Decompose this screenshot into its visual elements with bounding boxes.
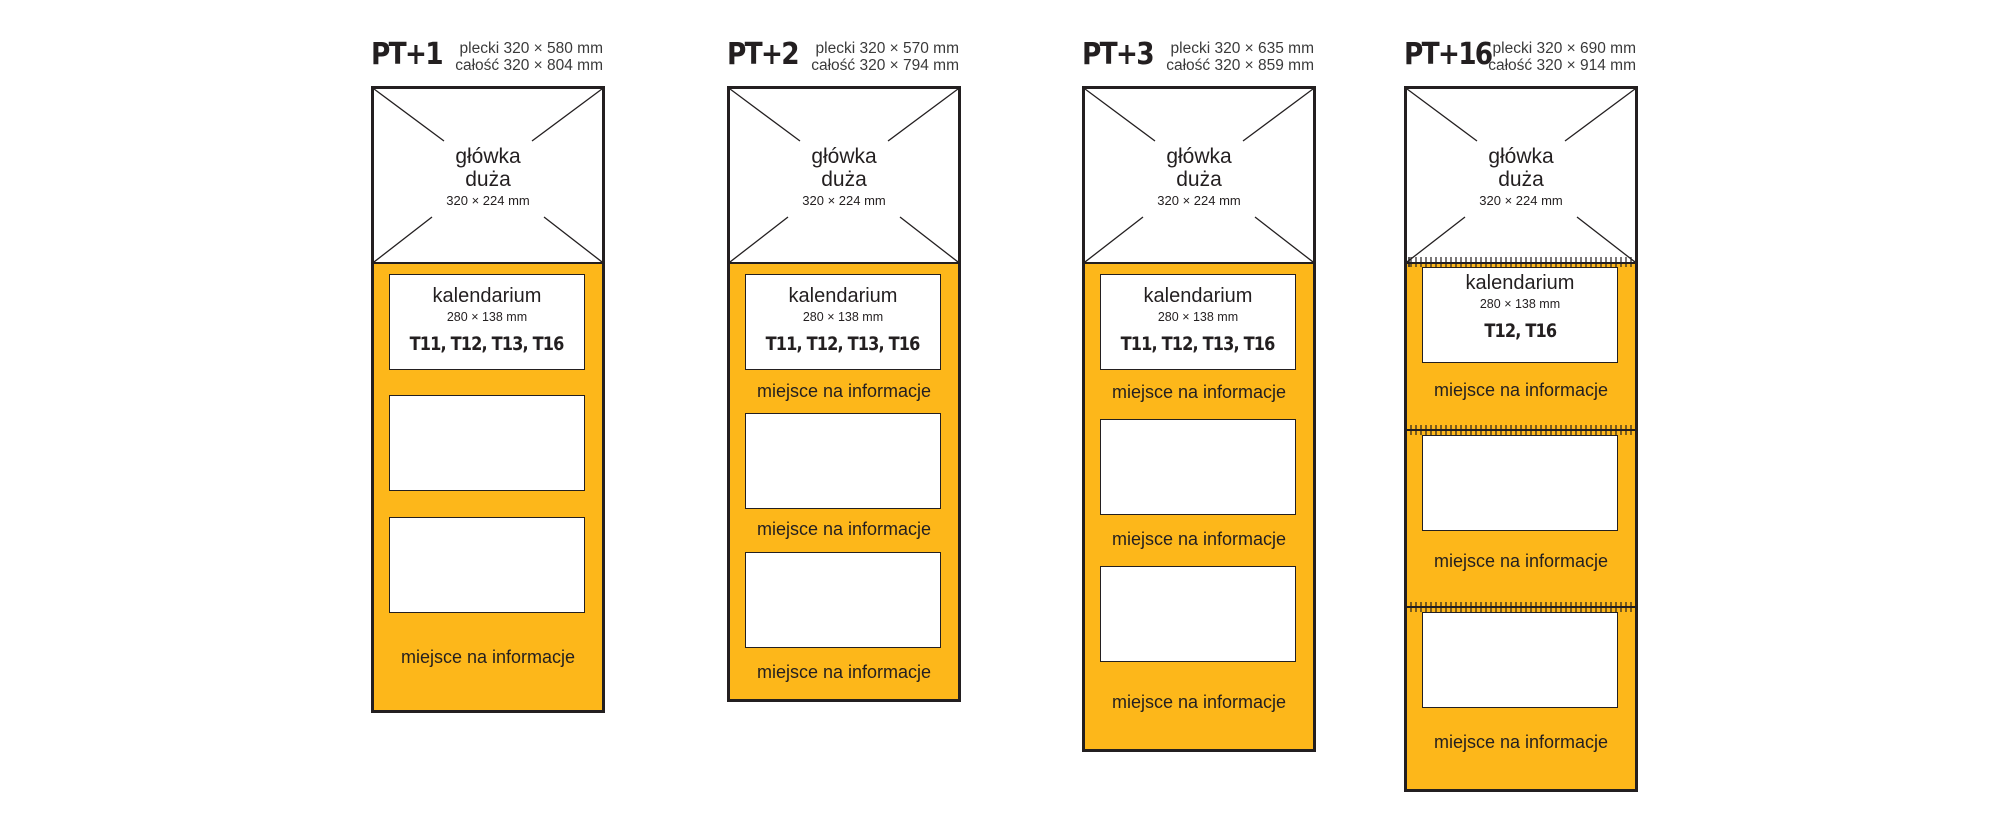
month-panel [389,517,585,613]
calendar-codes: T11, T12, T13, T16 [746,333,940,355]
model-spec: plecki 320 × 570 mm całość 320 × 794 mm [811,40,959,74]
calendar-board: główka duża 320 × 224 mm kalendarium 280… [1082,86,1316,752]
calendar-panel: kalendarium 280 × 138 mm T11, T12, T13, … [389,274,585,370]
calendar-codes: T11, T12, T13, T16 [390,333,584,355]
model-header: PT+2 plecki 320 × 570 mm całość 320 × 79… [727,36,959,80]
header-cross-lines [374,89,602,262]
info-label: miejsce na informacje [756,519,932,539]
calendar-codes-text: T11, T12, T13, T16 [410,333,565,355]
model-header: PT+3 plecki 320 × 635 mm całość 320 × 85… [1082,36,1314,80]
info-label: miejsce na informacje [1111,692,1287,712]
model-code: PT+3 [1082,37,1155,72]
perforation-line [1407,602,1635,612]
header-label: główka duża 320 × 224 mm [374,145,602,211]
header-name-line2: duża [465,168,511,191]
info-label: miejsce na informacje [1111,529,1287,549]
info-label: miejsce na informacje [1433,732,1609,752]
model-spec: plecki 320 × 690 mm całość 320 × 914 mm [1488,40,1636,74]
spec-total-size: całość 320 × 914 mm [1488,57,1636,74]
header-dimensions: 320 × 224 mm [1157,193,1241,208]
calendar-panel: kalendarium 280 × 138 mm T12, T16 [1422,267,1618,363]
month-panel [1422,612,1618,708]
spec-total-size: całość 320 × 794 mm [811,57,959,74]
header-name-line2: duża [1498,168,1544,191]
header-cross-lines [730,89,958,262]
header-dimensions: 320 × 224 mm [802,193,886,208]
spec-back-size: plecki 320 × 635 mm [1170,40,1314,57]
calendar-board: główka duża 320 × 224 mm kalendarium 280… [727,86,961,702]
perforation-line [1407,425,1635,435]
info-label: miejsce na informacje [756,662,932,682]
header-name-line2: duża [821,168,867,191]
info-label: miejsce na informacje [1433,380,1609,400]
header-label: główka duża 320 × 224 mm [1407,145,1635,211]
calendar-panel: kalendarium 280 × 138 mm T11, T12, T13, … [745,274,941,370]
calendar-dimensions: 280 × 138 mm [446,310,528,324]
header-name-line1: główka [455,145,521,168]
model-spec: plecki 320 × 635 mm całość 320 × 859 mm [1166,40,1314,74]
header-name-line1: główka [811,145,877,168]
header-label: główka duża 320 × 224 mm [730,145,958,211]
calendar-codes-text: T12, T16 [1484,320,1557,342]
header-name-line1: główka [1166,145,1232,168]
calendar-board: główka duża 320 × 224 mm kalendarium 280… [371,86,605,713]
month-panel [1422,435,1618,531]
calendar-codes: T11, T12, T13, T16 [1101,333,1295,355]
header-panel: główka duża 320 × 224 mm [1085,89,1313,264]
header-panel: główka duża 320 × 224 mm [730,89,958,264]
info-label: miejsce na informacje [1111,382,1287,402]
header-cross-lines [1085,89,1313,262]
calendar-board: główka duża 320 × 224 mm kalendarium 280… [1404,86,1638,792]
spec-total-size: całość 320 × 804 mm [455,57,603,74]
calendar-title: kalendarium [1143,285,1253,307]
header-cross-lines [1407,89,1635,262]
spec-back-size: plecki 320 × 580 mm [459,40,603,57]
model-header: PT+1 plecki 320 × 580 mm całość 320 × 80… [371,36,603,80]
header-label: główka duża 320 × 224 mm [1085,145,1313,211]
calendar-dimensions: 280 × 138 mm [1479,297,1561,311]
info-label: miejsce na informacje [400,647,576,667]
model-header: PT+16 plecki 320 × 690 mm całość 320 × 9… [1404,36,1636,80]
spec-total-size: całość 320 × 859 mm [1166,57,1314,74]
month-panel [389,395,585,491]
header-panel: główka duża 320 × 224 mm [1407,89,1635,264]
month-panel [745,413,941,509]
month-panel [1100,566,1296,662]
calendar-dimensions: 280 × 138 mm [802,310,884,324]
model-code: PT+1 [371,37,444,72]
calendar-codes-text: T11, T12, T13, T16 [766,333,921,355]
model-code: PT+2 [727,37,800,72]
header-dimensions: 320 × 224 mm [446,193,530,208]
header-panel: główka duża 320 × 224 mm [374,89,602,264]
header-name-line2: duża [1176,168,1222,191]
info-label: miejsce na informacje [1433,551,1609,571]
spec-back-size: plecki 320 × 570 mm [815,40,959,57]
calendar-title: kalendarium [432,285,542,307]
calendar-panel: kalendarium 280 × 138 mm T11, T12, T13, … [1100,274,1296,370]
model-code: PT+16 [1404,37,1493,72]
header-dimensions: 320 × 224 mm [1479,193,1563,208]
month-panel [1100,419,1296,515]
header-name-line1: główka [1488,145,1554,168]
calendar-title: kalendarium [788,285,898,307]
month-panel [745,552,941,648]
calendar-title: kalendarium [1465,272,1575,294]
calendar-codes-text: T11, T12, T13, T16 [1121,333,1276,355]
perforation-line [1407,257,1635,267]
info-label: miejsce na informacje [756,381,932,401]
calendar-dimensions: 280 × 138 mm [1157,310,1239,324]
spec-back-size: plecki 320 × 690 mm [1492,40,1636,57]
model-spec: plecki 320 × 580 mm całość 320 × 804 mm [455,40,603,74]
calendar-codes: T12, T16 [1423,320,1617,342]
